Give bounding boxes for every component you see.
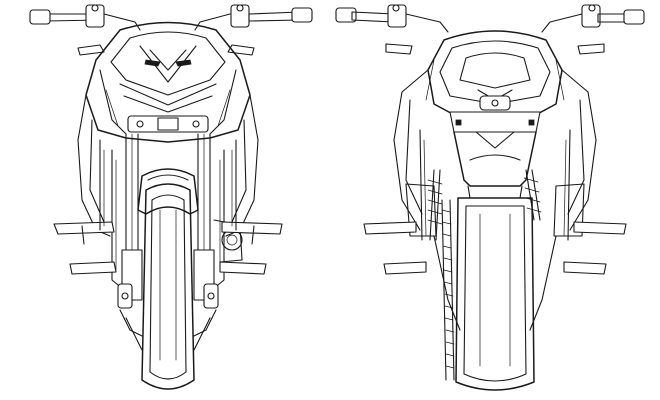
rear-footpegs <box>363 221 627 275</box>
rear-view-svg <box>335 4 645 391</box>
rear-handlebar <box>335 4 645 33</box>
rear-drive-chain <box>441 199 455 381</box>
front-view-svg <box>29 4 313 390</box>
front-wheel <box>141 183 195 390</box>
front-turn-signals <box>77 44 255 56</box>
motorcycle-front-view <box>29 4 313 390</box>
front-fairing <box>85 21 251 143</box>
front-frame-rails <box>99 139 237 231</box>
rear-shock-absorbers <box>427 169 542 241</box>
motorcycle-rear-view <box>330 0 660 400</box>
front-footpegs <box>53 221 283 275</box>
rear-wheel <box>455 197 535 391</box>
rear-front-indicators <box>385 43 605 55</box>
front-fork <box>121 115 215 301</box>
rear-fender <box>453 131 537 199</box>
front-fender <box>137 168 199 215</box>
rear-tail-light <box>449 95 541 149</box>
front-handlebar <box>29 4 313 31</box>
front-brake-calipers <box>117 283 219 351</box>
rear-frame-rails <box>419 129 571 241</box>
